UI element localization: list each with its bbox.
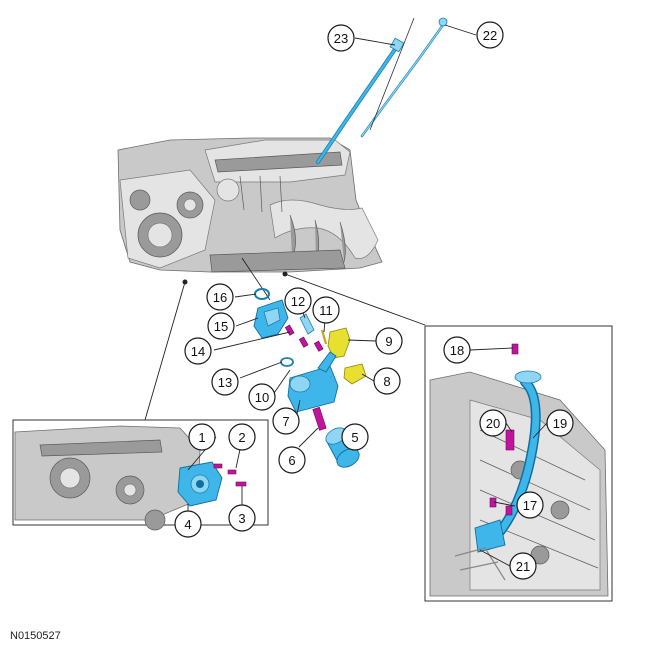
- callout-label: 22: [483, 28, 497, 43]
- callout-label: 5: [351, 430, 358, 445]
- stud-6: [312, 406, 327, 431]
- fitting-8: [343, 363, 367, 385]
- stud-20: [505, 429, 515, 451]
- callout-label: 20: [486, 416, 500, 431]
- callout-17: 17: [516, 491, 544, 519]
- callout-circle: [443, 336, 471, 364]
- oil-level-dipstick: [360, 17, 448, 138]
- engine-assembly: [117, 137, 383, 273]
- callout-label: 8: [383, 374, 390, 389]
- callout-label: 18: [450, 343, 464, 358]
- callout-circle: [184, 337, 212, 365]
- figure-reference: N0150527: [10, 630, 61, 642]
- callout-circle: [206, 283, 234, 311]
- callout-circle: [174, 510, 202, 538]
- callout-7: 7: [272, 407, 300, 435]
- callout-11: 11: [312, 296, 340, 324]
- callout-circle: [327, 24, 355, 52]
- callout-10: 10: [248, 383, 276, 411]
- oil-tube-19: [474, 370, 542, 553]
- callout-18: 18: [443, 336, 471, 364]
- callout-1: 1: [188, 423, 216, 451]
- callout-22: 22: [476, 21, 504, 49]
- callout-15: 15: [207, 312, 235, 340]
- callout-label: 4: [184, 517, 191, 532]
- fitting-9: [327, 327, 351, 359]
- callout-5: 5: [341, 423, 369, 451]
- callout-circle: [509, 552, 537, 580]
- callout-circle: [341, 423, 369, 451]
- callout-circle: [228, 504, 256, 532]
- callout-label: 11: [319, 303, 333, 318]
- callout-circle: [284, 287, 312, 315]
- callout-label: 7: [282, 414, 289, 429]
- callout-circle: [476, 21, 504, 49]
- o-ring-13: [280, 357, 294, 367]
- callout-label: 2: [238, 430, 245, 445]
- callout-6: 6: [278, 446, 306, 474]
- callout-circle: [312, 296, 340, 324]
- callout-23: 23: [327, 24, 355, 52]
- callout-label: 16: [213, 290, 227, 305]
- callout-9: 9: [375, 327, 403, 355]
- callout-label: 15: [214, 319, 228, 334]
- callout-circle: [278, 446, 306, 474]
- inset-left-oil-pump: [12, 419, 269, 531]
- oil-level-dipstick-tube: [316, 37, 405, 164]
- callout-16: 16: [206, 283, 234, 311]
- callout-4: 4: [174, 510, 202, 538]
- callout-label: 21: [516, 559, 530, 574]
- callout-label: 14: [191, 344, 205, 359]
- callout-label: 9: [385, 334, 392, 349]
- callout-19: 19: [546, 409, 574, 437]
- callout-label: 17: [523, 498, 537, 513]
- callout-circle: [211, 368, 239, 396]
- callout-circle: [272, 407, 300, 435]
- callout-8: 8: [373, 367, 401, 395]
- callout-20: 20: [479, 409, 507, 437]
- callout-circle: [228, 423, 256, 451]
- leader-lines: [187, 24, 548, 567]
- callout-circle: [479, 409, 507, 437]
- callout-circle: [373, 367, 401, 395]
- bolt-18: [511, 343, 519, 355]
- callout-label: 12: [291, 294, 305, 309]
- bolt-11: [320, 329, 328, 345]
- callout-12: 12: [284, 287, 312, 315]
- callout-circle: [207, 312, 235, 340]
- callout-label: 10: [255, 390, 269, 405]
- callout-2: 2: [228, 423, 256, 451]
- o-ring-16: [254, 288, 270, 300]
- callout-label: 6: [288, 453, 295, 468]
- callout-3: 3: [228, 504, 256, 532]
- callout-label: 13: [218, 375, 232, 390]
- callout-label: 1: [198, 430, 205, 445]
- callout-label: 19: [553, 416, 567, 431]
- sensor-12: [299, 313, 315, 335]
- callout-21: 21: [509, 552, 537, 580]
- callout-circle: [546, 409, 574, 437]
- callout-13: 13: [211, 368, 239, 396]
- callout-circle: [375, 327, 403, 355]
- callout-circle: [516, 491, 544, 519]
- callout-label: 23: [334, 31, 348, 46]
- callout-circle: [188, 423, 216, 451]
- oil-filter-adapter-7: [287, 351, 339, 413]
- callout-label: 3: [238, 511, 245, 526]
- callout-circle: [248, 383, 276, 411]
- callout-14: 14: [184, 337, 212, 365]
